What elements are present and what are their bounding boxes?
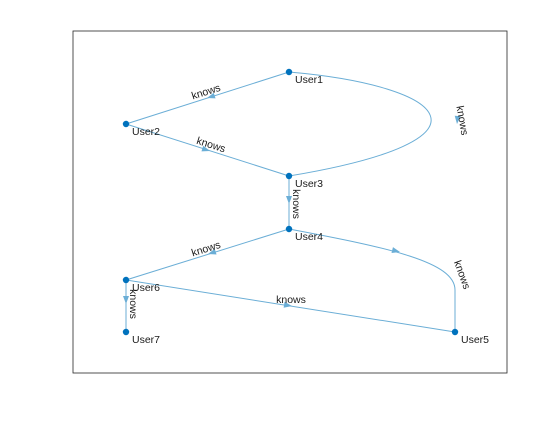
node-user4[interactable] [285, 225, 293, 233]
edge-label-user6-user5: knows [276, 294, 306, 306]
edge-label-user1-user3: knows [453, 105, 470, 136]
arrow-user1-user3 [454, 115, 461, 124]
node-user6[interactable] [122, 276, 130, 284]
node-label-user3: User3 [295, 178, 323, 190]
edge-user4-user6 [125, 228, 290, 281]
node-user2[interactable] [122, 120, 130, 128]
node-user1[interactable] [285, 68, 293, 76]
node-label-user4: User4 [295, 231, 323, 243]
node-labels: User1 User2 User3 User4 User5 User6 User… [132, 74, 489, 346]
node-label-user7: User7 [132, 334, 160, 346]
edge-label-user3-user4: knows [290, 189, 302, 219]
node-label-user1: User1 [295, 74, 323, 86]
edge-user4-user5 [288, 228, 456, 332]
arrow-user4-user5 [391, 247, 400, 253]
nodes [122, 68, 459, 336]
node-user7[interactable] [122, 328, 130, 336]
node-label-user2: User2 [132, 126, 160, 138]
arrow-user3-user4 [286, 196, 292, 204]
arrow-user4-user6 [208, 248, 217, 255]
arrow-user1-user2 [207, 92, 216, 99]
arrowheads [123, 92, 461, 308]
node-label-user5: User5 [461, 334, 489, 346]
node-user5[interactable] [451, 328, 459, 336]
arrow-user6-user7 [123, 296, 129, 304]
edge-user1-user3 [288, 71, 432, 177]
axes-box [72, 30, 508, 374]
node-label-user6: User6 [132, 282, 160, 294]
arrow-user2-user3 [201, 145, 210, 152]
arrow-user6-user5 [283, 301, 292, 308]
edge-label-user6-user7: knows [127, 289, 139, 319]
node-user3[interactable] [285, 172, 293, 180]
